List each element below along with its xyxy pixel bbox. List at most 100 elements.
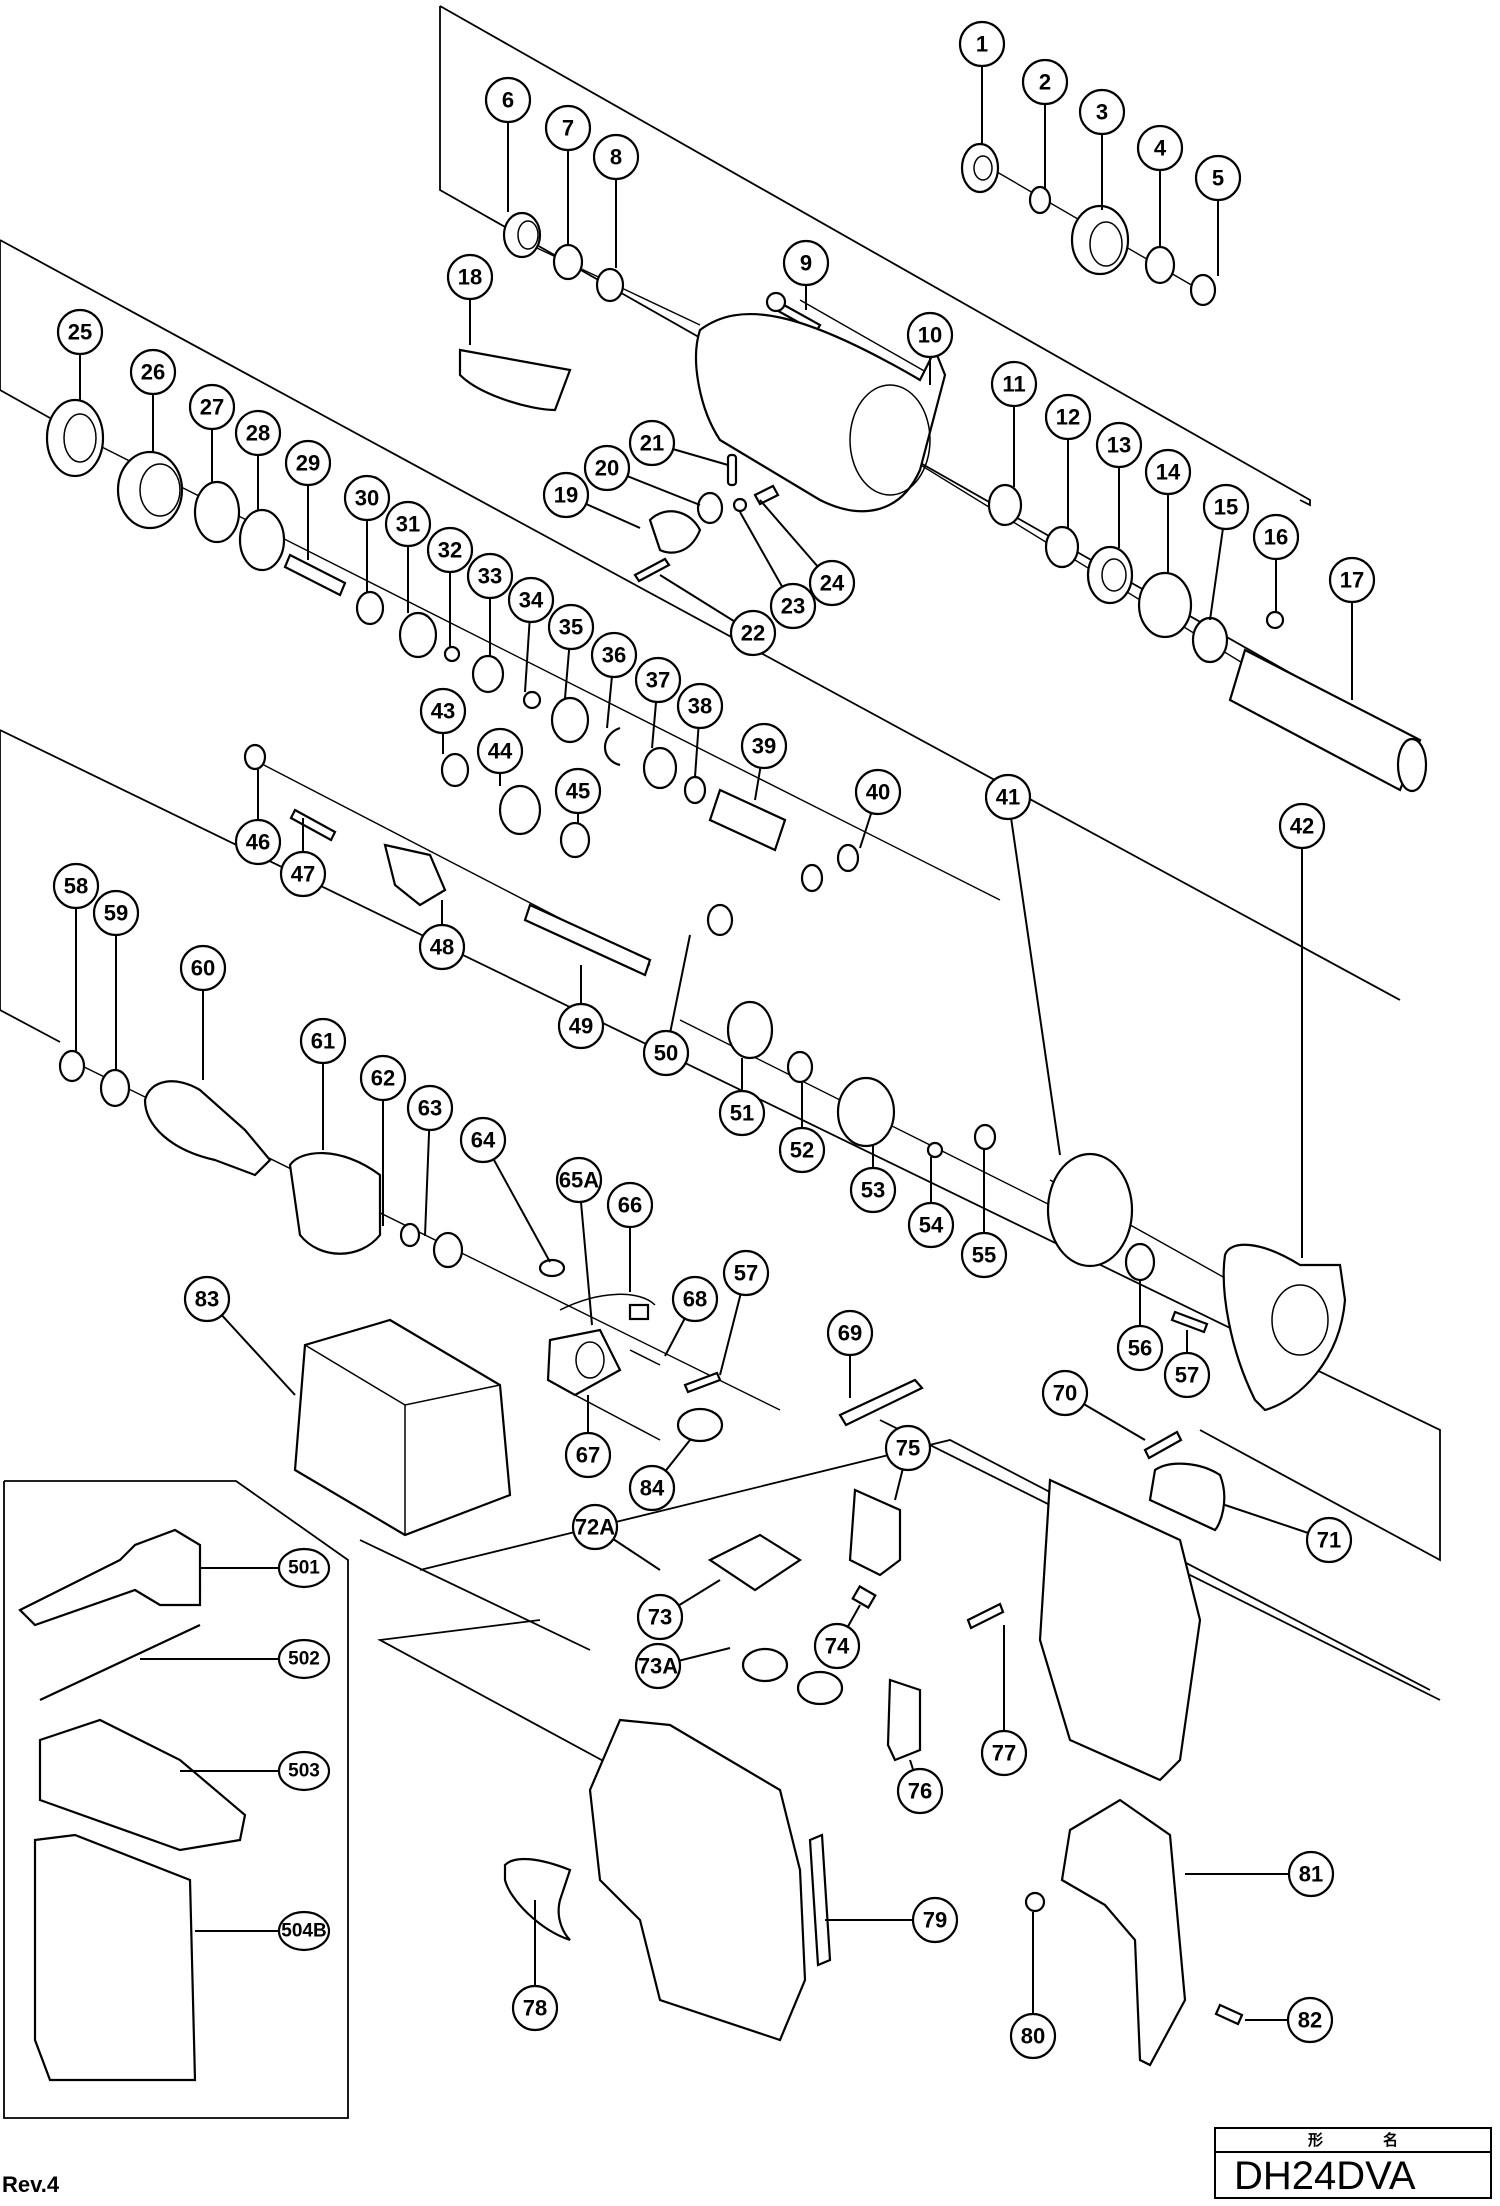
part-11-seal — [987, 483, 1023, 527]
leader-65A — [578, 1179, 593, 1326]
part-28-ring — [238, 508, 286, 572]
callout-circle — [1252, 513, 1300, 561]
callout-27: 27 — [188, 383, 236, 431]
callout-circle — [1116, 1324, 1164, 1372]
accessories-inset — [3, 1480, 349, 2119]
callout-number: 1 — [976, 32, 988, 57]
part-41-oring — [1046, 1152, 1134, 1268]
callout-number: 76 — [908, 1779, 932, 1804]
callout-number: 49 — [569, 1014, 593, 1039]
callout-number: 46 — [246, 830, 270, 855]
part-63-bearing — [432, 1231, 464, 1269]
callout-34: 34 — [507, 576, 555, 624]
callout-circle — [1009, 2012, 1057, 2060]
callout-73: 73 — [636, 1593, 684, 1641]
callout-number: 57 — [1175, 1363, 1199, 1388]
callout-5: 5 — [1194, 154, 1242, 202]
callout-number: 61 — [311, 1029, 335, 1054]
callout-58: 58 — [52, 862, 100, 910]
callout-11: 11 — [990, 360, 1038, 408]
callout-circle — [343, 474, 391, 522]
callout-12: 12 — [1044, 393, 1092, 441]
callout-number: 75 — [896, 1436, 920, 1461]
callout-circle — [1021, 58, 1069, 106]
callout-75: 75 — [884, 1424, 932, 1472]
callout-number: 54 — [919, 1213, 944, 1238]
part-26-spring — [116, 450, 184, 530]
part-10-cylinder-housing — [694, 313, 947, 513]
callout-17: 17 — [1328, 556, 1376, 604]
callout-circle — [555, 1156, 603, 1204]
callout-83: 83 — [183, 1275, 231, 1323]
callout-circle — [636, 1593, 684, 1641]
callout-circle — [406, 1084, 454, 1132]
callout-circle — [782, 239, 830, 287]
accessory-callout-number: 502 — [288, 1649, 320, 1670]
part-right-housing — [1038, 1478, 1202, 1782]
callout-circle — [729, 609, 777, 657]
callout-77: 77 — [980, 1729, 1028, 1777]
part-59-bearing — [99, 1068, 131, 1108]
callout-circle — [1328, 556, 1376, 604]
callout-number: 79 — [923, 1908, 947, 1933]
callout-circle — [958, 20, 1006, 68]
part-1-bearing — [960, 142, 1000, 194]
callout-circle — [547, 603, 595, 651]
callout-number: 74 — [825, 1634, 850, 1659]
callout-circle — [628, 419, 676, 467]
callout-number: 51 — [730, 1101, 754, 1126]
callout-number: 18 — [458, 265, 482, 290]
accessory-504b-case — [33, 1833, 197, 2082]
part-16-ball — [1265, 610, 1285, 630]
callout-6: 6 — [484, 76, 532, 124]
part-50-pin — [706, 903, 734, 937]
callout-circle — [234, 409, 282, 457]
callout-56: 56 — [1116, 1324, 1164, 1372]
callout-number: 37 — [646, 668, 670, 693]
part-76-forward-reverse — [886, 1678, 922, 1762]
model-header-left: 形 — [1307, 2131, 1323, 2149]
callout-13: 13 — [1095, 421, 1143, 469]
part-19-knob — [648, 510, 702, 554]
group-outline-housing — [377, 1619, 621, 1771]
callout-number: 45 — [566, 779, 590, 804]
callout-number: 5 — [1212, 166, 1224, 191]
callout-number: 78 — [523, 1996, 547, 2021]
callout-circle — [542, 471, 590, 519]
callout-circle — [56, 308, 104, 356]
part-5-retaining-ring — [1189, 273, 1217, 307]
callout-circle — [592, 133, 640, 181]
callout-67: 67 — [564, 1431, 612, 1479]
callout-55: 55 — [960, 1231, 1008, 1279]
part-42-inner-cover — [1222, 1243, 1347, 1412]
callout-78: 78 — [511, 1984, 559, 2032]
callout-number: 27 — [200, 395, 224, 420]
callout-number: 68 — [683, 1287, 707, 1312]
callout-circle — [419, 687, 467, 735]
accessory-502-depth-gauge — [39, 1624, 201, 1701]
part-51-crank — [726, 1000, 774, 1060]
callout-48: 48 — [418, 923, 466, 971]
group-outline-handle — [359, 1539, 591, 1651]
callout-circle — [1278, 802, 1326, 850]
part-17-cylinder — [1228, 648, 1422, 792]
callout-circle — [634, 656, 682, 704]
part-65a-brush-holder — [546, 1328, 622, 1397]
callout-3: 3 — [1078, 88, 1126, 136]
part-57a-screw — [1170, 1310, 1209, 1334]
callout-39: 39 — [740, 722, 788, 770]
callout-number: 16 — [1264, 525, 1288, 550]
accessory-callout-503: 503 — [277, 1750, 331, 1792]
part-48-lever — [383, 843, 447, 907]
callout-19: 19 — [542, 471, 590, 519]
part-left-housing — [588, 1718, 807, 2042]
part-14-cylinder — [1137, 571, 1193, 639]
callout-24: 24 — [808, 559, 856, 607]
callout-number: 72A — [575, 1515, 615, 1540]
part-75-switch — [848, 1488, 902, 1577]
callout-number: 28 — [246, 421, 270, 446]
callout-circle — [1078, 88, 1126, 136]
callout-circle — [484, 76, 532, 124]
callout-circle — [960, 1231, 1008, 1279]
callout-80: 80 — [1009, 2012, 1057, 2060]
